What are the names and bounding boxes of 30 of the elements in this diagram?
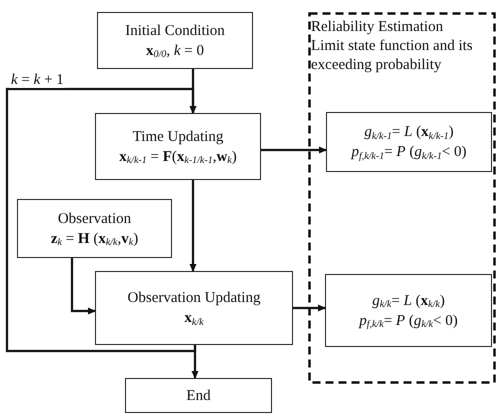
process-box — [95, 113, 261, 180]
formula: z$_{k}$ = H (x$_{k/k}$,v$_{k}$) — [50, 230, 138, 248]
process-box — [17, 199, 172, 258]
formula: p$_{f,k/k}$= P (g$_{k/k}$< 0) — [359, 312, 458, 330]
arrow — [70, 258, 96, 314]
box-title: End — [186, 386, 211, 406]
formula: x$_{k/k-1}$ = F(x$_{k-1/k-1}$,w$_{k}$) — [119, 148, 237, 166]
arrow — [190, 180, 196, 272]
group-description: Limit state function and its exceeding probability — [311, 37, 474, 75]
arrow — [192, 345, 198, 379]
process-box — [97, 12, 253, 69]
process-box — [95, 271, 293, 345]
box-title: Observation — [58, 210, 132, 228]
formula-box — [325, 274, 492, 347]
box-title: Observation Updating — [128, 289, 260, 308]
group-title: Reliability Estimation — [311, 18, 444, 37]
formula: p$_{f,k/k-1}$= P (g$_{k/k-1}$< 0) — [351, 143, 467, 162]
box-title: Initial Condition — [125, 22, 225, 40]
arrow — [261, 146, 327, 154]
formula-box — [326, 112, 492, 172]
box-title: Time Updating — [132, 128, 224, 146]
dashed-group-frame — [308, 12, 496, 384]
formula: x$_{0/0}$, k = 0 — [146, 42, 204, 60]
arrow — [6, 88, 196, 352]
formula: x$_{k/k}$ — [184, 309, 204, 328]
process-box — [125, 378, 272, 413]
edge-label: k = k + 1 — [11, 72, 64, 88]
formula: g$_{k/k-1}$= L (x$_{k/k-1}$) — [364, 123, 454, 142]
formula: g$_{k/k}$= L (x$_{k/k}$) — [372, 292, 445, 310]
arrow — [293, 304, 326, 312]
